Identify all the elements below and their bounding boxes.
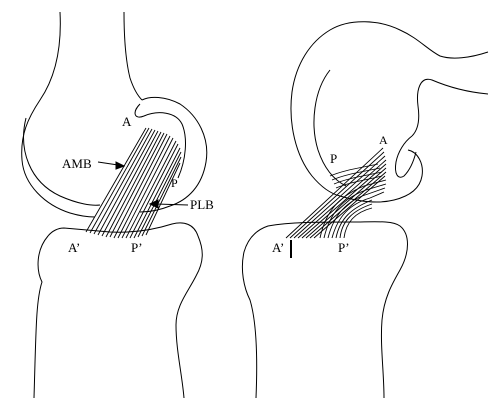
right-notch-outline	[395, 135, 417, 178]
left-label-plb: PLB	[190, 197, 214, 212]
amb-arrow-line	[97, 161, 119, 166]
right-label-p: P	[330, 151, 337, 166]
left-femur-outline	[21, 11, 96, 218]
left-label-p-prime: P’	[131, 240, 143, 255]
right-label-a-prime: A’	[272, 240, 284, 255]
left-label-p: P	[171, 176, 178, 190]
left-acl-fibres	[85, 127, 182, 239]
right-femur-shaft-lower	[411, 78, 489, 137]
left-notch-inner	[134, 103, 186, 179]
left-condyle-rim	[23, 117, 101, 206]
right-tibia-outline	[241, 221, 408, 399]
right-label-p-prime: P’	[338, 240, 350, 255]
left-label-a: A	[122, 114, 132, 129]
plb-arrow-line	[155, 203, 189, 206]
left-notch-outline	[139, 96, 208, 213]
right-label-a: A	[379, 133, 388, 147]
amb-arrowhead	[115, 161, 126, 170]
right-acl-fibres	[285, 147, 387, 239]
left-label-amb: AMB	[62, 156, 92, 171]
left-arrows	[97, 161, 189, 209]
left-tibia-outline	[33, 222, 203, 399]
right-femur-outline	[290, 21, 489, 197]
right-condyle-rim	[313, 69, 347, 187]
left-label-a-prime: A’	[68, 240, 80, 255]
right-fibre-fan	[329, 163, 383, 189]
plb-arrowhead	[148, 199, 159, 209]
left-knee-view	[21, 11, 208, 399]
left-femur-shaft-right	[123, 11, 143, 101]
